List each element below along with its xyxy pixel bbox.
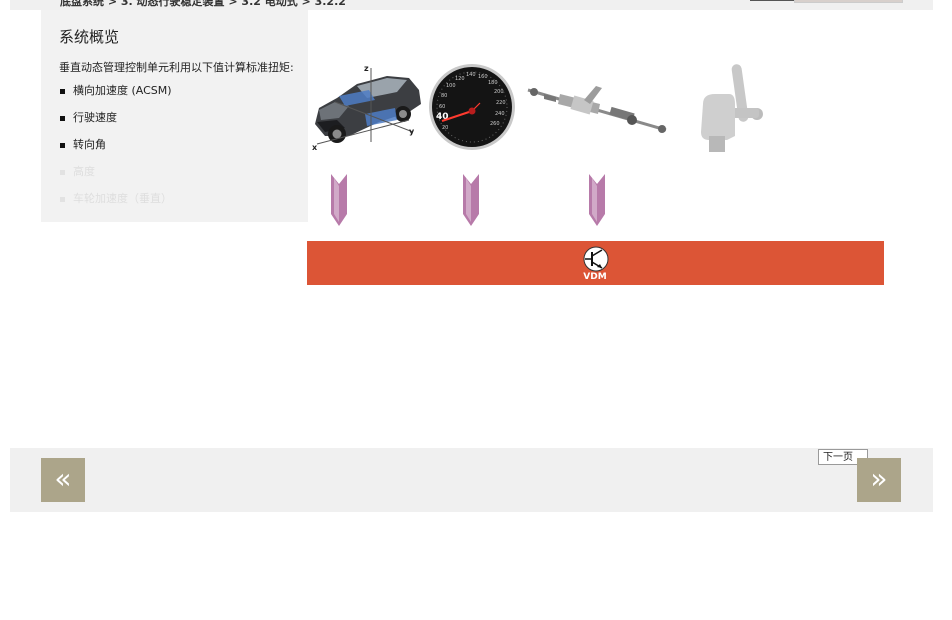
speed-label-60: 60 (439, 104, 445, 110)
vdm-label: VDM (583, 272, 607, 282)
speed-label-260: 260 (490, 121, 500, 127)
speed-label-180: 180 (488, 80, 498, 86)
intro-text: 垂直动态管理控制单元利用以下值计算标准扭矩: (59, 61, 294, 74)
speed-label-240: 240 (495, 111, 505, 117)
previous-page-button[interactable]: « (41, 458, 85, 502)
info-panel: 系统概览 垂直动态管理控制单元利用以下值计算标准扭矩: 横向加速度 (ACSM)… (41, 10, 308, 222)
steering-rack-illustration (527, 86, 667, 133)
speed-label-20: 20 (442, 125, 448, 131)
axis-label-z: z (364, 64, 369, 73)
page-title: 系统概览 (59, 28, 120, 46)
speed-label-120: 120 (455, 76, 465, 82)
height-sensor-illustration (701, 64, 763, 152)
list-item: 转向角 (59, 138, 172, 165)
next-page-button[interactable]: » (857, 458, 901, 502)
control-unit-icon (583, 246, 609, 272)
speed-label-160: 160 (478, 74, 488, 80)
down-arrow (331, 174, 347, 226)
vdm-control-unit-bar: VDM (307, 241, 884, 285)
speed-label-200: 200 (494, 89, 504, 95)
axis-label-x: x (312, 143, 318, 152)
speed-label-80: 80 (441, 93, 447, 99)
footer-nav: « 下一页 » (10, 448, 933, 512)
chevron-right-icon: » (870, 462, 888, 495)
chevron-left-icon: « (54, 462, 72, 495)
speed-label-40: 40 (436, 112, 449, 122)
top-bar: 底盘系统 > 3. 动态行驶稳定装置 > 3.2 电动式 > 3.2.2 (10, 0, 933, 10)
list-item: 高度 (59, 165, 172, 192)
speedometer-illustration: 40 60 80 100 120 140 160 180 200 220 240… (429, 64, 515, 150)
value-list: 横向加速度 (ACSM) 行驶速度 转向角 高度 车轮加速度（垂直） (59, 84, 172, 219)
list-item: 行驶速度 (59, 111, 172, 138)
top-control-button[interactable] (750, 0, 794, 1)
speed-label-100: 100 (446, 83, 456, 89)
car-acceleration-illustration: z x y (312, 64, 421, 152)
breadcrumb[interactable]: 底盘系统 > 3. 动态行驶稳定装置 > 3.2 电动式 > 3.2.2 (60, 0, 346, 8)
list-item: 车轮加速度（垂直） (59, 192, 172, 219)
speed-label-220: 220 (496, 100, 506, 106)
list-item: 横向加速度 (ACSM) (59, 84, 172, 111)
down-arrow (463, 174, 479, 226)
speed-label-140: 140 (466, 72, 476, 78)
top-control-field[interactable] (794, 0, 903, 3)
next-page-tooltip: 下一页 (818, 449, 868, 465)
axis-label-y: y (409, 127, 415, 136)
down-arrow (589, 174, 605, 226)
